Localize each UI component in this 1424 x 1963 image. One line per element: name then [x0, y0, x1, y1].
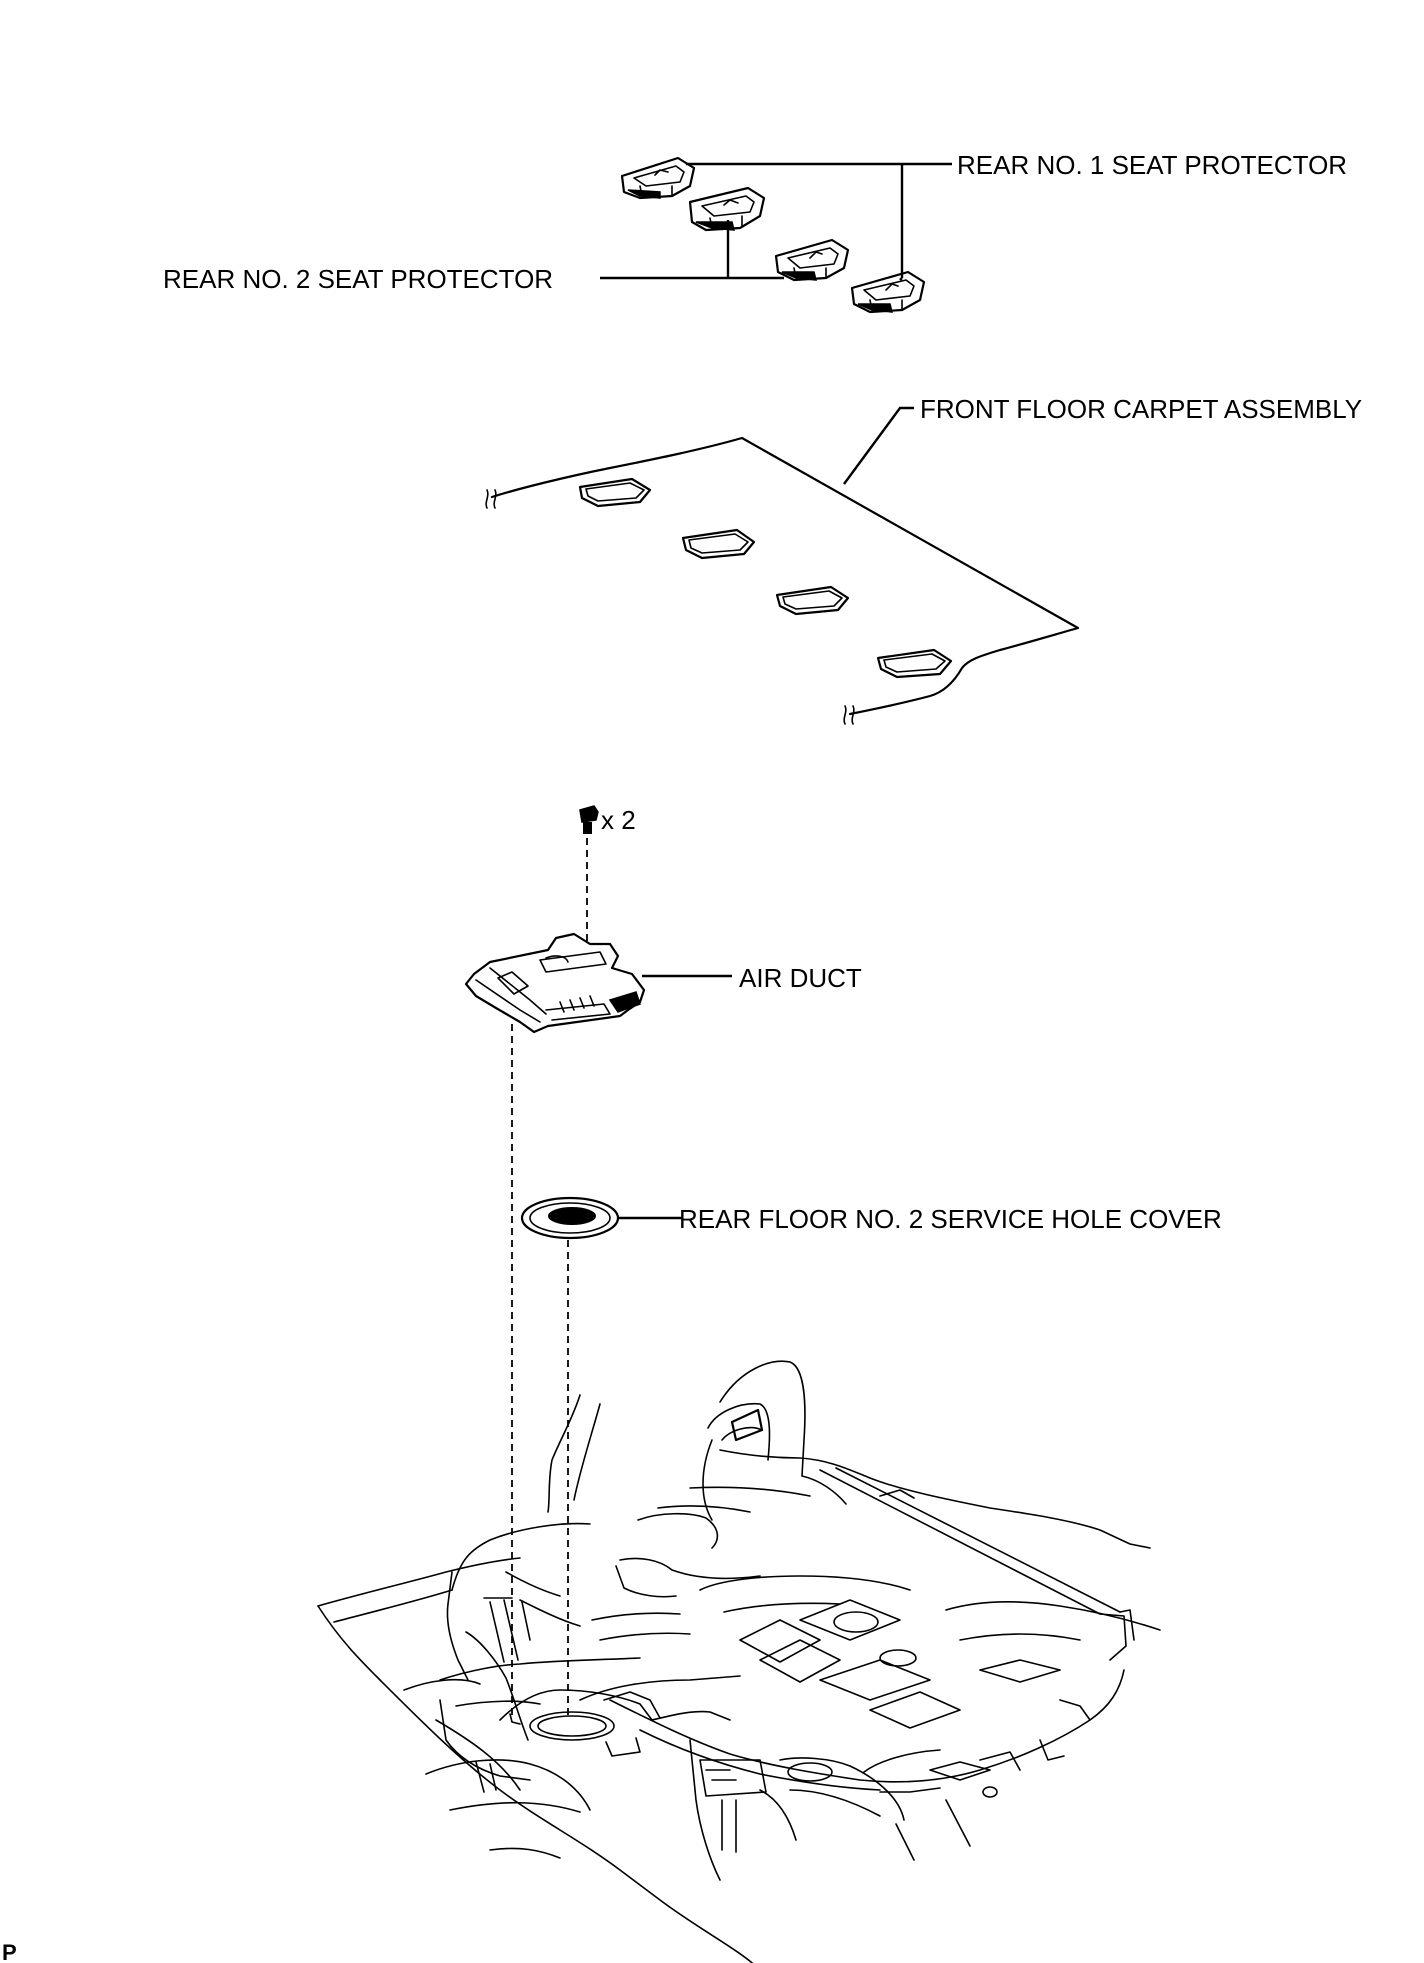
- rear-no1-seat-protector-label: REAR NO. 1 SEAT PROTECTOR: [957, 150, 1347, 180]
- rear-floor-no2-service-hole-cover-label: REAR FLOOR NO. 2 SERVICE HOLE COVER: [679, 1204, 1222, 1234]
- rear-no1-leader: [686, 162, 952, 281]
- rear-no2-seat-protector-left: [688, 186, 766, 232]
- rear-no2-seat-protector-right: [774, 238, 850, 282]
- vehicle-floor-body: [317, 1360, 1161, 1963]
- bolt-quantity-label: x 2: [601, 805, 636, 835]
- bolt-icon: [579, 805, 599, 834]
- rear-no2-leader: [600, 220, 784, 280]
- front-floor-carpet-assembly: [485, 436, 1080, 725]
- rear-floor-no2-service-hole-cover: [520, 1196, 620, 1240]
- front-floor-carpet-assembly-label: FRONT FLOOR CARPET ASSEMBLY: [920, 394, 1362, 424]
- air-duct-label: AIR DUCT: [739, 963, 862, 993]
- air-duct: [464, 932, 646, 1034]
- rear-no1-seat-protector-right: [850, 270, 926, 314]
- front-floor-carpet-leader: [843, 406, 914, 485]
- rear-no2-seat-protector-label: REAR NO. 2 SEAT PROTECTOR: [163, 264, 553, 294]
- corner-mark: P: [2, 1940, 17, 1963]
- rear-no1-seat-protector-left: [620, 156, 696, 200]
